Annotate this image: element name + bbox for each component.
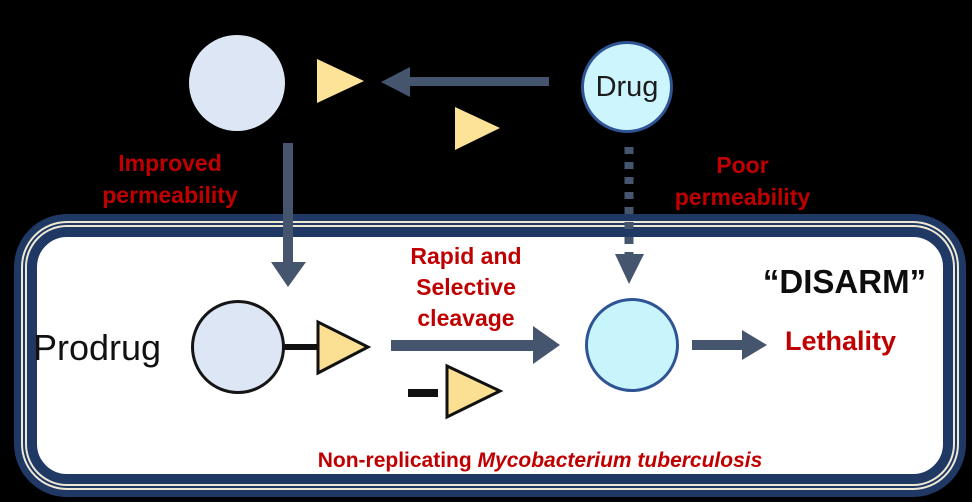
prodrug-payload-circle-icon — [189, 35, 285, 131]
cleavage-line1: Rapid and — [410, 243, 522, 269]
caption-species: Mycobacterium tuberculosis — [477, 449, 763, 472]
bacterium-cell-outline — [27, 227, 953, 484]
improved-permeability-label: Improved permeability — [75, 147, 265, 211]
disarm-title: “DISARM” — [762, 263, 927, 300]
improved-permeability-line1: Improved — [118, 150, 222, 176]
drug-circle-icon: Drug — [581, 41, 673, 133]
improved-permeability-line2: permeability — [102, 182, 238, 208]
cleavage-label: Rapid and Selective cleavage — [375, 241, 557, 334]
drug-label: Drug — [595, 70, 659, 103]
drug-to-conjugate-arrow — [381, 67, 549, 97]
cleavage-line3: cleavage — [417, 305, 515, 331]
promoiety-triangle-icon — [317, 59, 364, 103]
cell-caption: Non-replicating Mycobacterium tuberculos… — [240, 449, 840, 473]
cleavage-line2: Selective — [416, 274, 516, 300]
prodrug-label: Prodrug — [33, 327, 162, 368]
poor-permeability-label: Poor permeability — [650, 149, 835, 213]
prodrug-circle-icon — [191, 300, 285, 394]
caption-prefix: Non-replicating — [317, 449, 478, 472]
released-drug-circle-icon — [585, 298, 679, 392]
poor-permeability-line1: Poor — [716, 152, 769, 178]
poor-permeability-line2: permeability — [674, 184, 811, 210]
promoiety-triangle-icon — [455, 107, 500, 150]
lethality-label: Lethality — [784, 326, 897, 356]
